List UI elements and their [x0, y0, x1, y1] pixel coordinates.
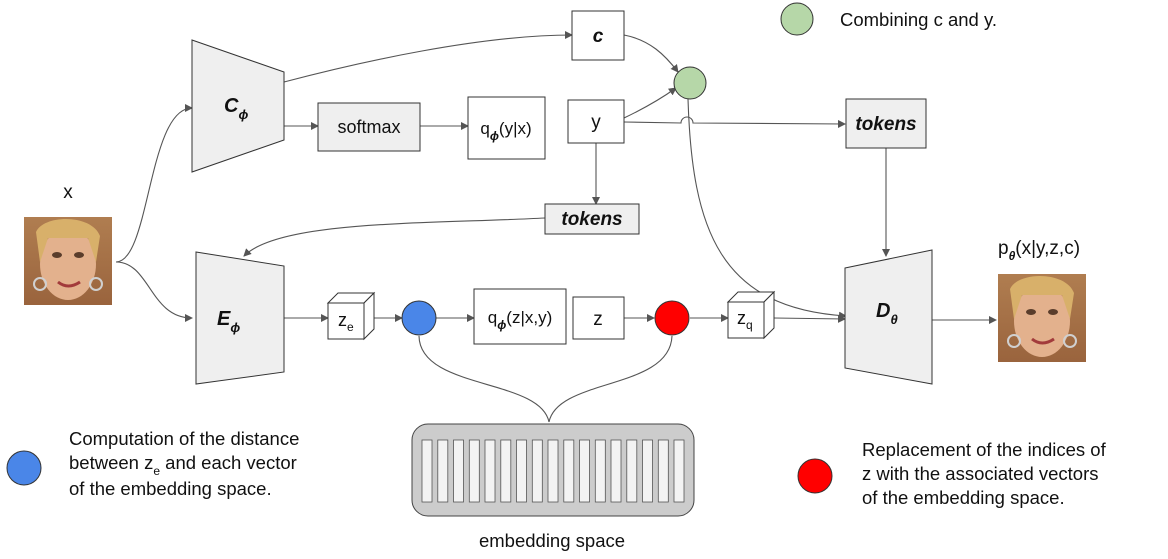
output-label: pθ(x|y,z,c) [998, 238, 1080, 263]
embedding-slot [468, 439, 480, 503]
arrow-c-to-combine [623, 34, 679, 73]
tokens-mid-label: tokens [561, 209, 622, 230]
legend-replacement-line-3: of the embedding space. [862, 487, 1065, 508]
tokens-top-box [845, 98, 927, 149]
embedding-slot [531, 439, 543, 503]
softmax-label: softmax [337, 117, 400, 137]
y-box [567, 99, 625, 144]
y-label: y [591, 112, 601, 133]
arrow-y-to-combine [623, 87, 677, 119]
input-image [24, 217, 112, 305]
legend-distance-line-3: of the embedding space. [69, 478, 272, 499]
embedding-slot [500, 439, 512, 503]
legend-distance-line-2: between ze and each vector [69, 452, 297, 478]
softmax-box [317, 102, 421, 152]
embedding-slot [594, 439, 606, 503]
legend-combine-text: Combining c and y. [840, 9, 997, 30]
embedding-slot [657, 439, 669, 503]
decoder-label: Dθ [876, 300, 898, 327]
legend-distance-dot [6, 450, 42, 486]
legend-replacement-line-1: Replacement of the indices of [862, 439, 1106, 460]
qz-box [473, 288, 567, 345]
ze-label: ze [338, 310, 354, 334]
embedding-slot [421, 439, 433, 503]
embedding-slot [626, 439, 638, 503]
z-label: z [593, 309, 603, 330]
arrow-combine-to-decoder [687, 98, 847, 320]
c-label: c [593, 26, 604, 47]
connectors [115, 31, 997, 423]
legend-replacement-text: Replacement of the indices of z with the… [862, 438, 1162, 510]
embedding-slot [516, 439, 527, 503]
encoder-module [195, 251, 285, 385]
tokens-mid-box [544, 203, 640, 235]
arrow-classifier-to-c [283, 31, 573, 83]
arrow-x-to-encoder [115, 261, 193, 322]
input-label: x [63, 182, 73, 203]
embedding-slot [579, 439, 590, 503]
arrow-tokens-to-encoder [243, 217, 546, 257]
legend-distance-text: Computation of the distance between ze a… [69, 427, 389, 501]
embedding-slot [547, 439, 559, 503]
legend-distance-line-1: Computation of the distance [69, 428, 300, 449]
arrow-x-to-classifier [115, 104, 193, 263]
classifier-label: Cϕ [224, 95, 248, 122]
arrow-zq-to-decoder [773, 314, 846, 323]
output-image [998, 274, 1086, 362]
ze-cube [326, 291, 376, 341]
embedding-slot [437, 439, 449, 503]
qy-box [467, 96, 546, 160]
legend-replacement-line-2: z with the associated vectors [862, 463, 1099, 484]
zq-cube [726, 290, 776, 340]
embedding-slot [563, 439, 575, 503]
qy-label: qϕ(y|x) [480, 119, 531, 143]
decoder-module [844, 249, 933, 385]
link-red-to-embedding [548, 335, 673, 423]
distance-node [401, 300, 437, 336]
z-box [572, 296, 625, 340]
link-blue-to-embedding [418, 335, 550, 423]
encoder-label: Eϕ [217, 308, 240, 335]
legend-replacement-dot [797, 458, 833, 494]
c-box [571, 10, 625, 61]
tokens-top-label: tokens [855, 114, 916, 135]
classifier-module [191, 39, 285, 173]
embedding-slot [453, 439, 464, 503]
combine-node [673, 66, 707, 100]
qz-label: qϕ(z|x,y) [488, 308, 553, 332]
zq-label: zq [737, 308, 753, 332]
embedding-slot [610, 439, 622, 503]
replacement-node [654, 300, 690, 336]
embedding-slot [484, 439, 496, 503]
legend-combine-dot [780, 2, 814, 36]
embedding-slot [673, 439, 685, 503]
arrow-y-to-tokens-top [623, 116, 846, 128]
embedding-slot [642, 439, 653, 503]
embedding-caption: embedding space [479, 530, 625, 551]
embedding-slots [421, 439, 685, 503]
